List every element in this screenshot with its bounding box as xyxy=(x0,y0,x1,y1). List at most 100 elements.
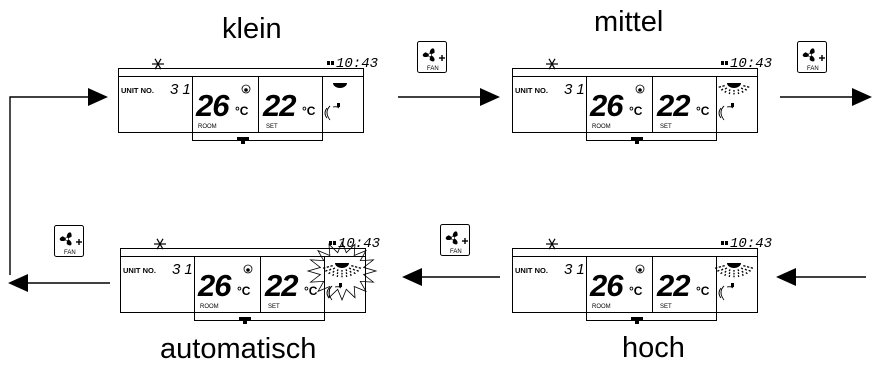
auto-flash-burst xyxy=(306,241,378,301)
unit-status-icon xyxy=(631,137,643,144)
arrowhead-auto xyxy=(402,268,422,286)
room-unit: °C xyxy=(629,284,643,298)
room-unit: °C xyxy=(235,104,249,118)
unit-label: UNIT NO. xyxy=(515,266,548,275)
set-temperature: 22 xyxy=(262,88,296,123)
room-unit: °C xyxy=(629,104,643,118)
fan-button-label: FAN xyxy=(64,250,76,256)
fan-plus-icon xyxy=(445,231,468,245)
mode-title-hoch: hoch xyxy=(622,332,685,364)
fan-button[interactable]: FAN xyxy=(417,41,447,73)
room-temperature: 26 xyxy=(195,88,230,123)
unit-label: UNIT NO. xyxy=(123,266,156,275)
room-label: ROOM xyxy=(592,124,611,130)
swing-icon xyxy=(718,283,734,301)
fan-speed-indicator xyxy=(714,263,754,278)
unit-status-icon xyxy=(237,137,249,144)
swing-icon xyxy=(326,283,342,301)
clock: 10:43 xyxy=(730,236,772,252)
room-label: ROOM xyxy=(592,304,611,310)
set-temperature: 22 xyxy=(656,88,690,123)
timer-icon xyxy=(327,61,334,65)
unit-number: 31 xyxy=(170,81,195,98)
room-temperature: 26 xyxy=(589,268,624,303)
unit-number: 31 xyxy=(172,261,197,278)
unit-status-icon xyxy=(631,317,643,324)
fan-button[interactable]: FAN xyxy=(54,225,84,257)
timer-icon xyxy=(721,241,728,245)
loop-connector xyxy=(9,96,90,275)
room-temperature: 26 xyxy=(197,268,232,303)
lcd-frame xyxy=(512,248,758,313)
unit-number: 31 xyxy=(564,261,589,278)
set-unit: °C xyxy=(696,284,710,298)
room-label: ROOM xyxy=(198,124,217,130)
fan-plus-icon xyxy=(802,48,825,62)
mode-title-klein: klein xyxy=(222,13,282,45)
unit-label: UNIT NO. xyxy=(121,86,154,95)
unit-label: UNIT NO. xyxy=(515,86,548,95)
snowflake-icon xyxy=(546,58,558,70)
temperature-box xyxy=(586,76,717,141)
set-label: SET xyxy=(268,304,280,310)
fan-button[interactable]: FAN xyxy=(440,224,470,256)
arrowhead-mittel xyxy=(480,88,500,106)
timer-icon xyxy=(329,241,336,245)
clock: 10:43 xyxy=(730,56,772,72)
lcd-frame xyxy=(118,68,364,133)
snowflake-icon xyxy=(152,58,164,70)
room-unit: °C xyxy=(237,284,251,298)
fan-button-label: FAN xyxy=(427,66,439,72)
lcd-frame xyxy=(120,248,366,313)
set-unit: °C xyxy=(302,104,316,118)
swing-icon xyxy=(718,103,734,121)
arrowhead-klein xyxy=(88,88,108,106)
room-temperature: 26 xyxy=(589,88,624,123)
fan-plus-icon xyxy=(59,232,82,246)
set-unit: °C xyxy=(696,104,710,118)
fan-speed-indicator xyxy=(322,263,362,278)
mode-title-mittel: mittel xyxy=(594,6,664,38)
sensor-icon xyxy=(635,264,645,274)
set-temperature: 22 xyxy=(656,268,690,303)
fan-plus-icon xyxy=(422,48,445,62)
clock: 10:43 xyxy=(336,56,378,72)
sensor-icon xyxy=(243,264,253,274)
fan-button-label: FAN xyxy=(450,249,462,255)
arrowhead-hoch xyxy=(776,268,796,286)
unit-number: 31 xyxy=(564,81,589,98)
fan-button[interactable]: FAN xyxy=(797,41,827,73)
set-label: SET xyxy=(266,124,278,130)
set-label: SET xyxy=(660,304,672,310)
unit-status-icon xyxy=(239,317,251,324)
swing-icon xyxy=(324,103,340,121)
sensor-icon xyxy=(241,84,251,94)
lcd-frame xyxy=(512,68,758,133)
room-label: ROOM xyxy=(200,304,219,310)
sensor-icon xyxy=(635,84,645,94)
temperature-box xyxy=(192,76,323,141)
set-temperature: 22 xyxy=(264,268,298,303)
arrowhead-left-edge xyxy=(8,274,28,292)
arrowhead-right-edge xyxy=(852,88,872,106)
fan-speed-indicator xyxy=(718,83,750,95)
temperature-box xyxy=(586,256,717,321)
fan-speed-indicator xyxy=(333,83,347,88)
clock: 10:43 xyxy=(338,236,380,252)
snowflake-icon xyxy=(546,238,558,250)
timer-icon xyxy=(721,61,728,65)
fan-button-label: FAN xyxy=(807,66,819,72)
set-unit: °C xyxy=(304,284,318,298)
set-label: SET xyxy=(660,124,672,130)
snowflake-icon xyxy=(154,238,166,250)
mode-title-automatisch: automatisch xyxy=(160,333,317,365)
